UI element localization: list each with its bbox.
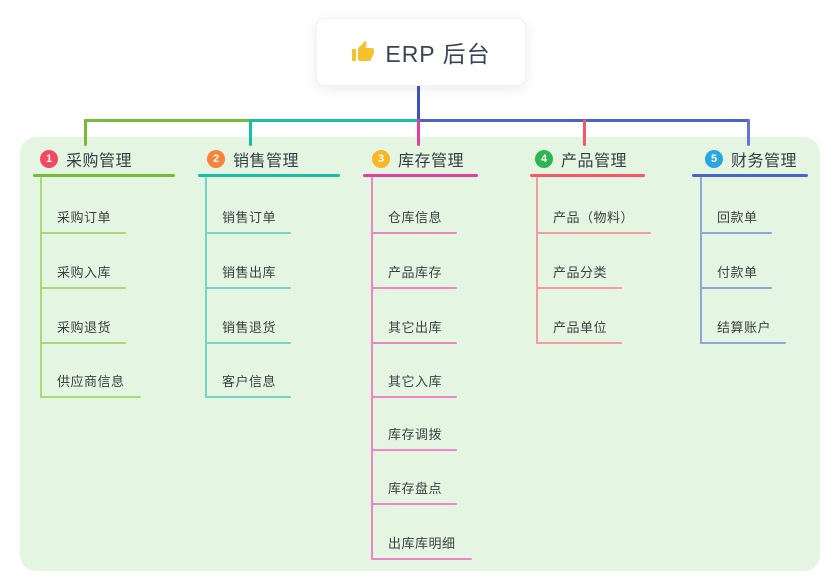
child-node[interactable]: 销售出库: [222, 265, 277, 280]
child-node[interactable]: 付款单: [717, 265, 758, 280]
child-node[interactable]: 产品单位: [553, 320, 608, 335]
child-connector-line: [700, 177, 702, 344]
branch-underline: [530, 174, 645, 177]
child-node[interactable]: 仓库信息: [388, 210, 443, 225]
branch-node-2[interactable]: 2 销售管理: [207, 146, 299, 172]
child-underline: [40, 342, 126, 344]
branch-number-badge: 4: [535, 150, 553, 168]
root-connector-line: [417, 84, 420, 122]
child-node[interactable]: 其它入库: [388, 374, 443, 389]
child-node[interactable]: 结算账户: [717, 320, 772, 335]
child-underline: [205, 232, 291, 234]
branch-connector-line: [583, 119, 586, 146]
child-underline: [371, 396, 457, 398]
child-node[interactable]: 出库库明细: [388, 536, 456, 551]
child-underline: [536, 342, 622, 344]
child-underline: [371, 449, 457, 451]
branch-label: 采购管理: [66, 153, 133, 170]
branch-connector-line: [747, 119, 750, 146]
child-underline: [40, 232, 126, 234]
bus-line-segment: [249, 119, 419, 122]
child-underline: [371, 342, 457, 344]
branch-number-badge: 3: [372, 150, 390, 168]
child-underline: [371, 503, 457, 505]
child-underline: [371, 558, 472, 560]
child-node[interactable]: 采购退货: [57, 320, 112, 335]
child-node[interactable]: 销售订单: [222, 210, 277, 225]
branch-node-4[interactable]: 4 产品管理: [535, 146, 627, 172]
branch-node-3[interactable]: 3 库存管理: [372, 146, 464, 172]
child-underline: [205, 287, 291, 289]
branch-number-badge: 5: [705, 150, 723, 168]
child-underline: [700, 232, 772, 234]
branch-node-5[interactable]: 5 财务管理: [705, 146, 797, 172]
child-node[interactable]: 采购订单: [57, 210, 112, 225]
child-connector-line: [371, 177, 373, 560]
child-underline: [371, 232, 457, 234]
bus-line-segment: [84, 119, 251, 122]
child-node[interactable]: 产品库存: [388, 265, 443, 280]
child-node[interactable]: 库存盘点: [388, 481, 443, 496]
child-node[interactable]: 采购入库: [57, 265, 112, 280]
child-node[interactable]: 产品（物料）: [553, 210, 635, 225]
child-underline: [536, 232, 651, 234]
child-underline: [371, 287, 457, 289]
branch-underline: [363, 174, 478, 177]
child-underline: [205, 396, 291, 398]
thumbs-up-icon: [352, 41, 375, 61]
child-underline: [40, 396, 141, 398]
child-node[interactable]: 供应商信息: [57, 374, 125, 389]
branch-connector-line: [249, 119, 252, 146]
branch-connector-line: [84, 119, 87, 146]
branch-label: 财务管理: [731, 153, 798, 170]
branch-connector-line: [417, 119, 420, 146]
child-node[interactable]: 其它出库: [388, 320, 443, 335]
child-node[interactable]: 客户信息: [222, 374, 277, 389]
child-underline: [700, 287, 772, 289]
branch-number-badge: 2: [207, 150, 225, 168]
mindmap-panel: [20, 137, 820, 571]
root-node[interactable]: ERP 后台: [316, 18, 526, 86]
branch-underline: [692, 174, 808, 177]
branch-node-1[interactable]: 1 采购管理: [40, 146, 132, 172]
child-node[interactable]: 销售退货: [222, 320, 277, 335]
child-underline: [536, 287, 622, 289]
branch-label: 销售管理: [233, 153, 300, 170]
branch-underline: [198, 174, 340, 177]
branch-underline: [33, 174, 175, 177]
child-connector-line: [536, 177, 538, 344]
branch-label: 库存管理: [398, 153, 465, 170]
child-node[interactable]: 回款单: [717, 210, 758, 225]
child-node[interactable]: 库存调拨: [388, 427, 443, 442]
branch-label: 产品管理: [561, 153, 628, 170]
child-underline: [700, 342, 786, 344]
child-node[interactable]: 产品分类: [553, 265, 608, 280]
child-underline: [40, 287, 126, 289]
child-underline: [205, 342, 291, 344]
branch-number-badge: 1: [40, 150, 58, 168]
root-node-title: ERP 后台: [385, 41, 491, 67]
